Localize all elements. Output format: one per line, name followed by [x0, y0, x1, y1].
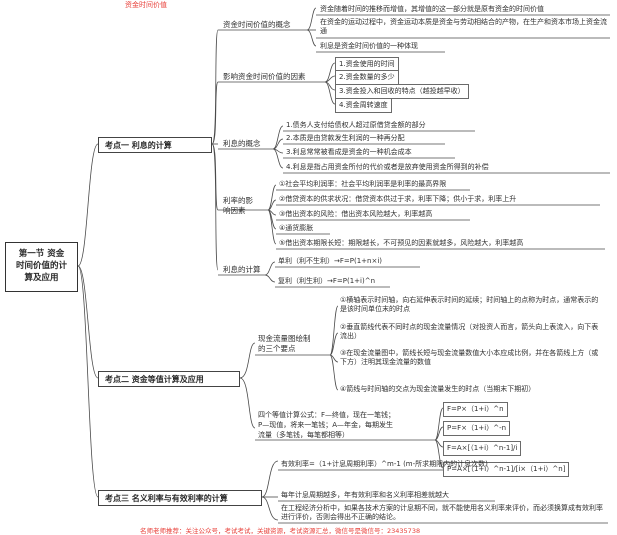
formulas-label: 四个等值计算公式：F—终值，现在一笔钱； P—现值，将来一笔钱；A—年金，每期发…	[258, 410, 395, 440]
rate-item-1: ①社会平均利润率：社会平均利润率是利率的最高界限	[279, 180, 447, 188]
formula-f-from-p: F=P×（1+i）^n	[443, 402, 508, 417]
cashflow-label-line-1: 现金流量图绘制	[258, 334, 311, 343]
calc-label: 利息的计算	[223, 265, 261, 274]
rate-item-3: ③借出资本的风险：借出资本风险越大，利率越高	[279, 210, 433, 218]
rate-item-5: ⑤借出资本期限长短：期限越长，不可预见的因素就越多，风险越大，利率越高	[279, 239, 524, 247]
factors-label: 影响资金时间价值的因素	[223, 72, 306, 81]
factor-item-2: 2.资金数量的多少	[335, 70, 399, 85]
interest-item-2: 2.本质是由贷款发生利润的一种再分配	[286, 134, 405, 142]
effective-rate-formula: 有效利率=（1+计息周期利率）^m-1 (m-所求期限内的计息次数)	[281, 460, 488, 468]
formula-f-from-a: F=A×[（1+i）^n-1]/i	[443, 441, 522, 456]
cashflow-item-2: ②垂直箭线代表不同时点的现金流量情况（对投资人而言，箭头向上表流入，向下表流出）	[340, 323, 599, 340]
formula-p-from-f: P=F×（1+i）^-n	[443, 421, 511, 436]
root-node[interactable]: 第一节 资金 时间价值的计 算及应用	[5, 242, 78, 292]
calc-item-compound: 复利（利生利）→F=P(1+i)^n	[278, 277, 376, 285]
formulas-label-line-2: P—现值，将来一笔钱；A—年金，每期发生	[258, 421, 394, 429]
effective-rate-note: 每年计息周期越多，年有效利率和名义利率相差就越大	[281, 491, 449, 499]
concept-label: 资金时间价值的概念	[223, 20, 291, 29]
cashflow-label-line-2: 的三个要点	[258, 344, 296, 353]
formulas-label-line-1: 四个等值计算公式：F—终值，现在一笔钱；	[258, 411, 396, 419]
interest-item-1: 1.债务人支付给债权人超过原借贷金额的部分	[286, 121, 426, 129]
topic-equivalent-calc[interactable]: 考点二 资金等值计算及应用	[98, 371, 240, 387]
rate-label: 利率的影 响因素	[223, 196, 253, 216]
footer-note: 名师老师推荐：关注公众号，考试考试，关键资源，考试资源汇总，微信号是微信号：23…	[140, 527, 421, 535]
factor-item-4: 4.资金周转速度	[335, 98, 392, 113]
rate-label-line-2: 响因素	[223, 206, 246, 215]
rate-item-2: ②借贷资本的供求状况：借贷资本供过于求，利率下降；供小于求，利率上升	[279, 195, 517, 203]
cashflow-item-3: ③在现金流量图中，箭线长短与现金流量数值大小本应成比例，并在各箭线上方（或下方）…	[340, 349, 599, 366]
concept-item-1: 资金随着时间的推移而增值，其增值的这一部分就是原有资金的时间价值	[320, 5, 544, 13]
topic-interest-calc[interactable]: 考点一 利息的计算	[98, 137, 212, 153]
rate-label-line-1: 利率的影	[223, 196, 253, 205]
concept-item-2: 在资金的运动过程中，资金运动本质是资金与劳动相结合的产物，在生产和资本市场上资金…	[320, 18, 607, 35]
formulas-label-line-3: 流量（多笔钱，每笔都相等）	[258, 431, 349, 439]
cashflow-label: 现金流量图绘制 的三个要点	[258, 334, 311, 354]
header-note: 资金时间价值	[125, 1, 167, 9]
cashflow-item-4: ④箭线与时间轴的交点为现金流量发生的时点（当期末下期初）	[340, 385, 536, 393]
interest-label: 利息的概念	[223, 139, 261, 148]
root-line-2: 时间价值的计	[15, 261, 67, 271]
calc-item-simple: 单利（利不生利）→F=P(1+n×i)	[278, 257, 383, 265]
root-line-1: 第一节 资金	[18, 249, 65, 259]
root-line-3: 算及应用	[24, 273, 59, 283]
formula-p-from-a: P=A×[（1+i）^n-1]/[i×（1+i）^n]	[443, 462, 570, 477]
interest-item-3: 3.利息常常被看成是资金的一种机会成本	[286, 148, 412, 156]
rate-item-4: ④通货膨胀	[279, 224, 314, 232]
topic-nominal-effective[interactable]: 考点三 名义利率与有效利率的计算	[98, 490, 262, 506]
cashflow-item-1: ①横轴表示时间轴，向右延伸表示时间的延续；时间轴上的点称为时点，通常表示的是该时…	[340, 296, 599, 313]
effective-rate-analysis: 在工程经济分析中，如果各技术方案的计息期不同，就不能使用名义利率来评价，而必须换…	[281, 504, 603, 521]
factor-item-3: 3.资金投入和回收的特点（越投越早收）	[335, 84, 469, 99]
concept-item-3: 利息是资金时间价值的一种体现	[320, 42, 418, 50]
interest-item-4: 4.利息是指占用资金所付的代价或者是放弃使用资金所得到的补偿	[286, 163, 489, 171]
